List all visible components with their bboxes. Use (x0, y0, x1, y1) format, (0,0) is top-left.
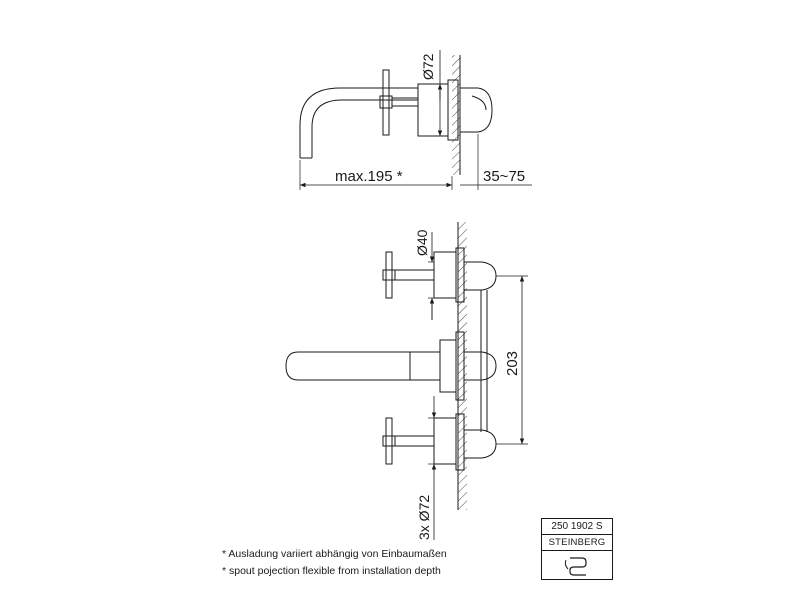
upper-valve (382, 247, 497, 303)
diameter-72-label-top: Ø72 (420, 53, 436, 80)
wall-hatch-front (457, 222, 467, 510)
spout-pipe-top (299, 87, 418, 159)
diameter-3x72-dimension (428, 396, 437, 540)
steinberg-logo-icon (564, 557, 587, 576)
wall-hatch-top (452, 55, 461, 175)
product-code: 250 1902 S (542, 519, 612, 535)
diameter-3x72-label: 3x Ø72 (416, 495, 432, 540)
footnote-german: * Ausladung variiert abhängig von Einbau… (222, 548, 447, 560)
middle-spout (285, 331, 497, 401)
projection-dimension (299, 160, 453, 190)
footnotes: * Ausladung variiert abhängig von Einbau… (222, 546, 447, 580)
lower-valve (382, 413, 497, 471)
brand-name: STEINBERG (542, 535, 612, 551)
diameter-72-dimension-top (418, 50, 444, 137)
top-view (299, 50, 532, 190)
front-view (285, 222, 528, 540)
diameter-40-dimension (428, 232, 435, 320)
footnote-english: * spout pojection flexible from installa… (222, 565, 441, 577)
spacing-label: 203 (504, 351, 521, 376)
diameter-40-label: Ø40 (414, 229, 430, 256)
title-block: 250 1902 S STEINBERG (541, 518, 613, 580)
depth-range-label: 35~75 (483, 168, 525, 185)
concealed-body (480, 290, 488, 432)
depth-dimension (460, 134, 532, 190)
cross-handle-top (379, 69, 418, 136)
projection-label: max.195 * (335, 168, 403, 185)
spacing-dimension (496, 275, 528, 445)
